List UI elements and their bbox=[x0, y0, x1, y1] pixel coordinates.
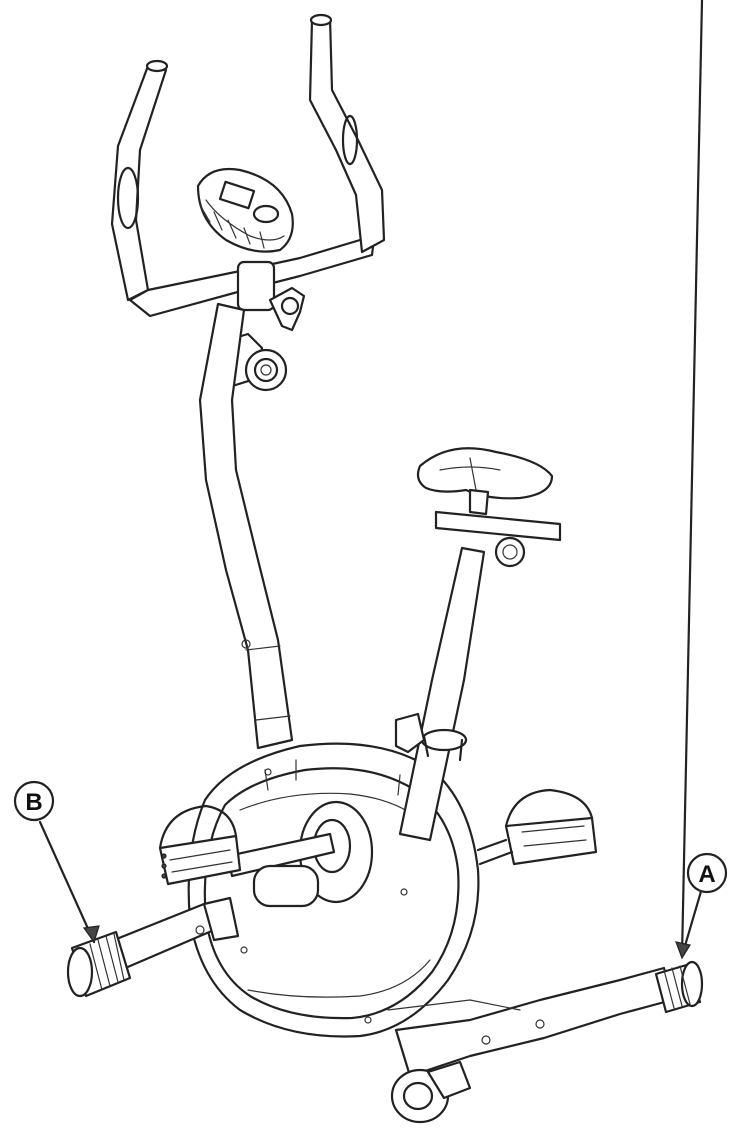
rear-stabilizer-end-cap bbox=[654, 960, 704, 1014]
callout-b-leader bbox=[38, 820, 96, 944]
callout-a-leader bbox=[680, 0, 704, 958]
callout-a-label: A bbox=[698, 861, 715, 888]
callout-b-arrowhead bbox=[82, 925, 100, 944]
seat-post bbox=[394, 546, 486, 842]
callout-a-circle bbox=[686, 852, 728, 894]
callout-a: A bbox=[675, 0, 728, 960]
callout-b-circle bbox=[13, 780, 55, 822]
callout-a-arrowhead bbox=[675, 941, 691, 960]
callout-b: B bbox=[13, 780, 100, 944]
console-monitor bbox=[196, 168, 294, 253]
left-pedal bbox=[158, 804, 242, 886]
front-stabilizer-adjuster-knob bbox=[66, 930, 132, 998]
callout-b-label: B bbox=[25, 789, 42, 816]
seat bbox=[416, 447, 562, 568]
handlebar bbox=[110, 13, 386, 332]
rear-stabilizer bbox=[387, 966, 674, 1124]
front-upright-post bbox=[198, 302, 294, 750]
right-pedal bbox=[476, 788, 598, 866]
